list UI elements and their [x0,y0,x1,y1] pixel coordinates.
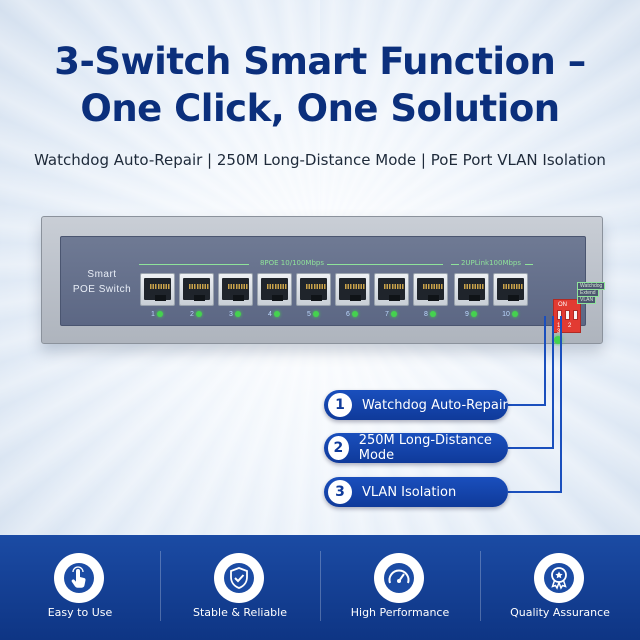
front-panel: Smart POE Switch 8POE 10/100Mbps 2UPLink… [60,236,606,351]
power-label: Power [551,345,566,351]
callout-number: 3 [328,480,352,504]
port-number: 9 [465,311,469,318]
dip-switch-2[interactable] [565,310,570,320]
callout-long-distance: 2 250M Long-Distance Mode [324,433,508,463]
connector-1 [508,316,546,406]
callout-vlan: 3 VLAN Isolation [324,477,508,507]
headline: 3-Switch Smart Function – One Click, One… [0,38,640,132]
feature-quality-assurance: Quality Assurance [480,535,640,640]
callout-watchdog: 1 Watchdog Auto-Repair [324,390,508,420]
port-led-icon [312,311,319,318]
port-led-label: 3 [220,311,250,318]
rj45-port-8[interactable] [413,273,448,306]
dip-switch[interactable]: ON 1 2 3 [553,299,581,335]
dip-label-vlan: VLAN [577,296,597,304]
divider [480,551,481,621]
dip-switch-3[interactable] [573,310,578,320]
callout-label: 250M Long-Distance Mode [358,433,492,463]
port-led-icon [234,311,241,318]
dip-numbers: 1 2 3 [557,323,575,335]
feature-subline: Watchdog Auto-Repair | 250M Long-Distanc… [34,151,606,169]
award-badge-icon [544,563,574,593]
headline-line-1: 3-Switch Smart Function – [54,40,586,83]
poe-group-line-left [139,264,249,265]
rj45-port-7[interactable] [374,273,409,306]
device-title: Smart POE Switch [72,269,132,295]
feature-label: Stable & Reliable [193,606,287,619]
rj45-port-9[interactable] [454,273,489,306]
feature-stable-reliable: Stable & Reliable [160,535,320,640]
rj45-port-5[interactable] [296,273,331,306]
dip-on-label: ON [558,302,567,308]
feature-label: High Performance [350,606,450,619]
poe-switch-device: Smart POE Switch 8POE 10/100Mbps 2UPLink… [41,216,606,351]
port-led-icon [273,311,280,318]
rj45-port-4[interactable] [257,273,292,306]
port-led-icon [429,311,436,318]
port-led-label: 2 [181,311,211,318]
port-number: 1 [151,311,155,318]
rj45-port-10[interactable] [493,273,528,306]
port-led-icon [390,311,397,318]
callout-label: VLAN Isolation [362,484,457,500]
rj45-port-6[interactable] [335,273,370,306]
port-led-label: 10 [495,311,525,318]
port-led-label: 7 [376,311,406,318]
port-led-label: 1 [142,311,172,318]
hand-pointer-icon [64,563,94,593]
port-led-icon [511,311,518,318]
port-led-icon [470,311,477,318]
feature-label: Easy to Use [47,606,113,619]
port-led-label: 5 [298,311,328,318]
feature-high-performance: High Performance [320,535,480,640]
port-number: 3 [229,311,233,318]
port-led-label: 4 [259,311,289,318]
feature-label: Quality Assurance [510,606,610,619]
power-led [554,336,562,344]
rj45-port-3[interactable] [218,273,253,306]
poe-group-line-right [327,264,443,265]
poe-group-label: 8POE 10/100Mbps [259,259,325,267]
port-number: 4 [268,311,272,318]
port-number: 2 [190,311,194,318]
callout-number: 2 [328,436,349,460]
shield-check-icon [224,563,254,593]
callout-label: Watchdog Auto-Repair [362,397,508,413]
port-led-icon [195,311,202,318]
rj45-port-1[interactable] [140,273,175,306]
uplink-group-label: 2UPLink100Mbps [460,259,522,267]
port-led-icon [351,311,358,318]
feature-easy-to-use: Easy to Use [0,535,160,640]
rj45-port-2[interactable] [179,273,214,306]
port-led-label: 9 [456,311,486,318]
feature-band: Easy to Use Stable & Reliable High Perfo… [0,535,640,640]
uplink-group-line-right [525,264,533,265]
speedometer-icon [384,563,414,593]
divider [320,551,321,621]
uplink-group-line-left [451,264,459,265]
port-number: 10 [502,311,510,318]
connector-2 [508,316,554,449]
port-number: 8 [424,311,428,318]
port-number: 5 [307,311,311,318]
port-led-icon [156,311,163,318]
port-led-label: 6 [337,311,367,318]
divider [160,551,161,621]
headline-line-2: One Click, One Solution [80,87,560,130]
port-number: 7 [385,311,389,318]
callout-number: 1 [328,393,352,417]
port-number: 6 [346,311,350,318]
port-led-label: 8 [415,311,445,318]
dip-switch-1[interactable] [557,310,562,320]
connector-3 [508,316,562,493]
